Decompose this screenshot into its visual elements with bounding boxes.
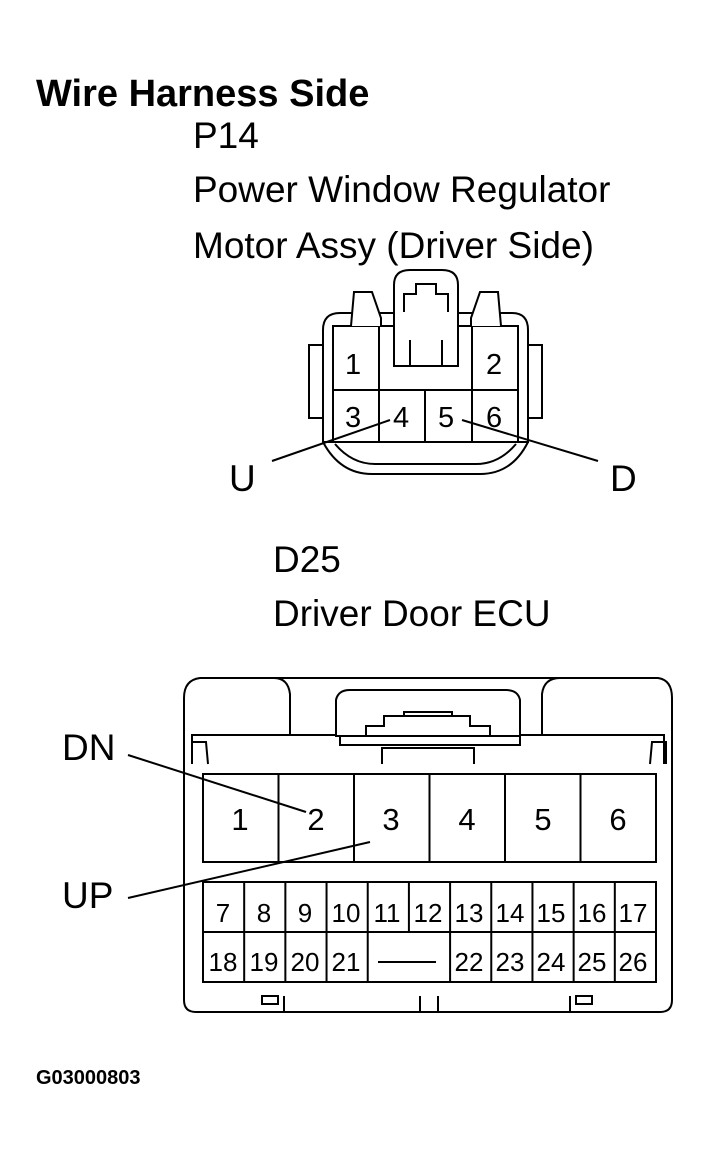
d25-pin-9: 9: [298, 898, 312, 928]
d25-pin-10: 10: [332, 898, 361, 928]
d25-pin-13: 13: [455, 898, 484, 928]
d25-pin-5: 5: [534, 802, 551, 837]
p14-name-line2: Motor Assy (Driver Side): [193, 225, 594, 266]
figure-code: G03000803: [36, 1067, 141, 1089]
d25-pin-16: 16: [578, 898, 607, 928]
d25-label-up: UP: [62, 875, 113, 916]
p14-connector: [308, 269, 543, 475]
d25-pin-8: 8: [257, 898, 271, 928]
d25-pin-26: 26: [619, 947, 648, 977]
d25-pin-12: 12: [414, 898, 443, 928]
p14-bottom-skirt: [322, 441, 529, 475]
d25-up-leader: [127, 841, 371, 899]
d25-pin-25: 25: [578, 947, 607, 977]
d25-pin-20: 20: [291, 947, 320, 977]
d25-pin-3: 3: [382, 802, 399, 837]
d25-body: [183, 677, 673, 1013]
d25-cavity-grid: [203, 774, 656, 982]
p14-pin-1: 1: [345, 349, 361, 381]
d25-pin-15: 15: [537, 898, 566, 928]
p14-u-leader: [271, 419, 391, 462]
p14-pin-3: 3: [345, 402, 361, 434]
d25-pin-19: 19: [250, 947, 279, 977]
p14-pin-5: 5: [438, 402, 454, 434]
d25-pin-21: 21: [332, 947, 361, 977]
d25-code: D25: [273, 539, 341, 580]
d25-label-dn: DN: [62, 727, 115, 768]
d25-pin-14: 14: [496, 898, 525, 928]
d25-pin-23: 23: [496, 947, 525, 977]
p14-right-ear: [527, 344, 543, 419]
d25-right-clip: [649, 741, 667, 765]
p14-left-clip: [350, 291, 382, 327]
d25-connector: [183, 677, 673, 1013]
d25-pin-24: 24: [537, 947, 566, 977]
p14-pin-6: 6: [486, 402, 502, 434]
d25-pin-6: 6: [609, 802, 626, 837]
p14-code: P14: [193, 115, 259, 156]
p14-label-u: U: [229, 458, 256, 499]
page-title: Wire Harness Side: [36, 73, 369, 115]
d25-dn-leader: [127, 754, 307, 813]
p14-pin-2: 2: [486, 349, 502, 381]
p14-left-ear: [308, 344, 324, 419]
p14-label-d: D: [610, 458, 637, 499]
p14-pin-4: 4: [393, 402, 409, 434]
d25-pin-2: 2: [307, 802, 324, 837]
p14-d-leader: [461, 419, 599, 462]
d25-pin-22: 22: [455, 947, 484, 977]
d25-pin-1: 1: [231, 802, 248, 837]
d25-pin-7: 7: [216, 898, 230, 928]
p14-body: [322, 312, 529, 443]
d25-name: Driver Door ECU: [273, 593, 551, 634]
d25-pin-11: 11: [374, 898, 401, 928]
d25-pin-18: 18: [209, 947, 238, 977]
p14-name-line1: Power Window Regulator: [193, 169, 610, 210]
d25-pin-17: 17: [619, 898, 648, 928]
d25-pin-4: 4: [458, 802, 475, 837]
p14-right-clip: [470, 291, 502, 327]
